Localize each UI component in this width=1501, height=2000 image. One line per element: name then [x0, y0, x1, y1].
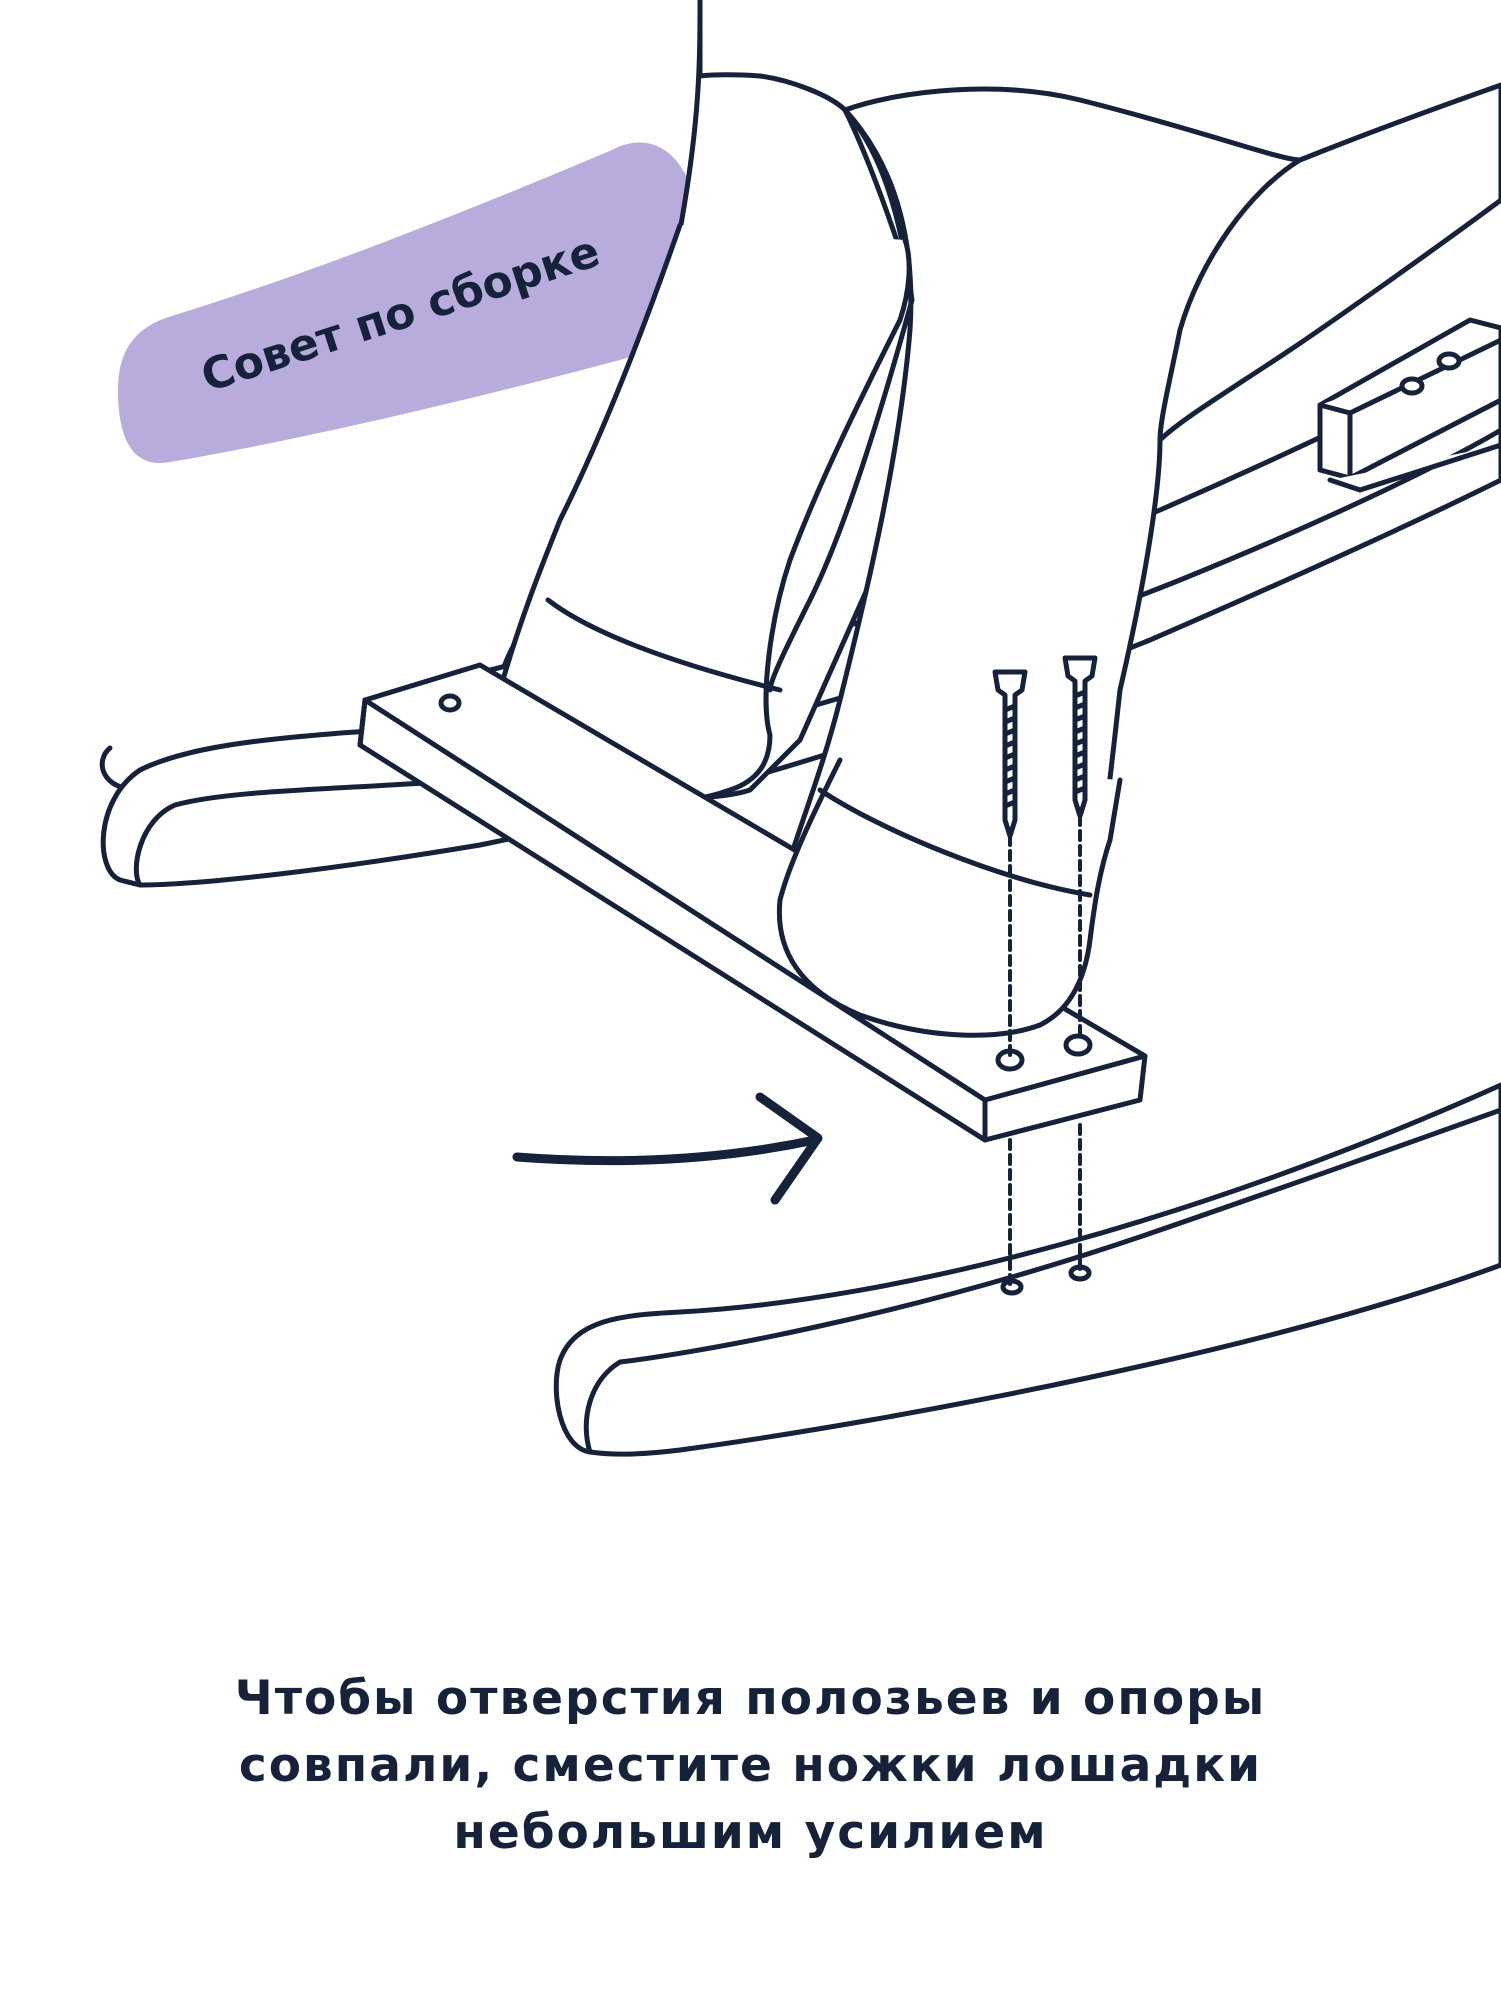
arrow-right-icon	[512, 1092, 823, 1205]
tip-badge-shape	[118, 142, 702, 464]
caption-line: совпали, сместите ножки лошадки	[238, 1738, 1263, 1793]
caption-line: небольшим усилием	[453, 1805, 1048, 1860]
back-crossbar	[1317, 317, 1501, 493]
caption-line: Чтобы отверстия полозьев и опоры	[234, 1671, 1267, 1726]
screw-icon	[992, 669, 1028, 839]
assembly-caption: Чтобы отверстия полозьев и опоры совпали…	[0, 1665, 1501, 1866]
screw-holes-board	[995, 1033, 1093, 1072]
screw-icon	[1062, 655, 1098, 819]
horse-rear-leg	[776, 757, 1123, 1038]
front-rocker	[553, 1082, 1501, 1457]
alignment-guides	[1008, 814, 1082, 1287]
